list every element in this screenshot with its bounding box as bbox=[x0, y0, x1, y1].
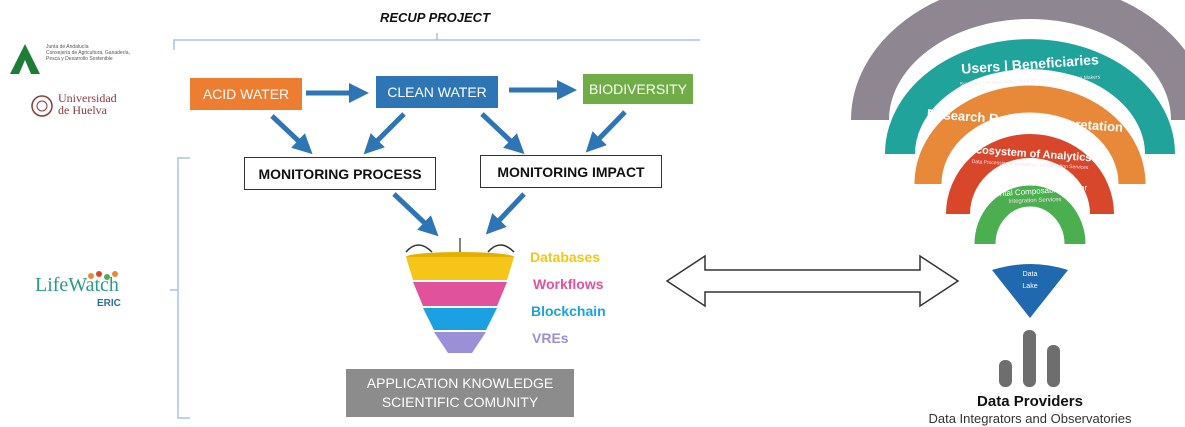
project-title: RECUP PROJECT bbox=[379, 10, 491, 25]
stage-acid-water: ACID WATER bbox=[190, 78, 302, 110]
uhu-line-2: de Huelva bbox=[58, 103, 107, 117]
lifewatch-wordmark: LifeWatch bbox=[35, 274, 119, 296]
junta-emblem-icon bbox=[10, 44, 40, 74]
layers-stack bbox=[851, 0, 1185, 318]
arrow-impact-to-funnel bbox=[485, 192, 526, 235]
data-lake-line-1: Data bbox=[1022, 271, 1038, 278]
stage-clean-water: CLEAN WATER bbox=[376, 76, 498, 108]
funnel-layer-blockchain bbox=[423, 308, 497, 330]
funnel-label-vres: VREs bbox=[532, 330, 569, 346]
arrow-clean-to-process bbox=[363, 112, 406, 155]
data-providers-subtitle: Data Integrators and Observatories bbox=[928, 411, 1132, 426]
uhu-seal-icon bbox=[31, 95, 53, 117]
layer-arc-analytics bbox=[914, 85, 1146, 185]
uhu-text: Universidad de Huelva bbox=[58, 92, 117, 116]
funnel-layer-vres bbox=[434, 332, 486, 353]
funnel-layer-databases bbox=[406, 257, 514, 280]
data-lake-line-2: Lake bbox=[1022, 283, 1038, 290]
junta-line-1: Junta de Andalucía bbox=[46, 44, 89, 50]
uhu-line-1: Universidad bbox=[58, 91, 117, 105]
application-knowledge-box: APPLICATION KNOWLEDGE SCIENTIFIC COMUNIT… bbox=[346, 369, 574, 417]
data-lake-label: Data Lake bbox=[1010, 269, 1050, 293]
junta-text: Junta de Andalucía Consejería de Agricul… bbox=[46, 44, 166, 62]
arrow-process-to-funnel bbox=[392, 192, 439, 237]
funnel-label-databases: Databases bbox=[530, 249, 601, 265]
junta-andalucia-logo: Junta de Andalucía Consejería de Agricul… bbox=[8, 40, 168, 80]
layer-arc-horizontal bbox=[946, 134, 1114, 215]
bidirectional-arrow bbox=[665, 254, 960, 308]
lifewatch-eric: ERIC bbox=[97, 298, 121, 309]
junta-line-3: Pesca y Desarrollo Sostenible bbox=[46, 56, 113, 62]
stage-biodiversity: BIODIVERSITY bbox=[583, 74, 693, 104]
junta-line-2: Consejería de Agricultura, Ganadería, bbox=[46, 50, 130, 56]
lifewatch-logo: LifeWatch ERIC bbox=[35, 270, 145, 320]
funnel-handle-right bbox=[487, 244, 515, 253]
lifewatch-dots-icon bbox=[88, 271, 118, 280]
left-bracket bbox=[177, 157, 190, 419]
data-providers-title: Data Providers bbox=[977, 393, 1083, 410]
arrow-acid-to-process bbox=[270, 114, 313, 155]
funnel bbox=[405, 238, 515, 353]
layer-arc-vertical bbox=[974, 185, 1086, 245]
layer-arc-research bbox=[885, 39, 1175, 155]
knowledge-line-2: SCIENTIFIC COMUNITY bbox=[381, 394, 539, 410]
layer-arc-users bbox=[851, 0, 1185, 121]
provider-bar-3 bbox=[1047, 345, 1060, 387]
project-bracket bbox=[173, 39, 700, 50]
provider-bar-1 bbox=[999, 360, 1012, 387]
funnel-handle-left bbox=[405, 244, 433, 253]
monitoring-process-box: MONITORING PROCESS bbox=[244, 157, 436, 190]
arrow-clean-to-impact bbox=[480, 112, 525, 155]
provider-bar-2 bbox=[1023, 330, 1036, 387]
knowledge-line-1: APPLICATION KNOWLEDGE bbox=[366, 375, 554, 391]
funnel-layer-workflows bbox=[413, 282, 507, 306]
funnel-label-blockchain: Blockchain bbox=[531, 303, 606, 319]
funnel-label-workflows: Workflows bbox=[533, 276, 604, 292]
arrow-bio-to-impact bbox=[585, 110, 627, 153]
uhu-logo: Universidad de Huelva bbox=[30, 92, 130, 126]
monitoring-impact-box: MONITORING IMPACT bbox=[480, 155, 662, 188]
data-lake-shape bbox=[992, 264, 1068, 318]
